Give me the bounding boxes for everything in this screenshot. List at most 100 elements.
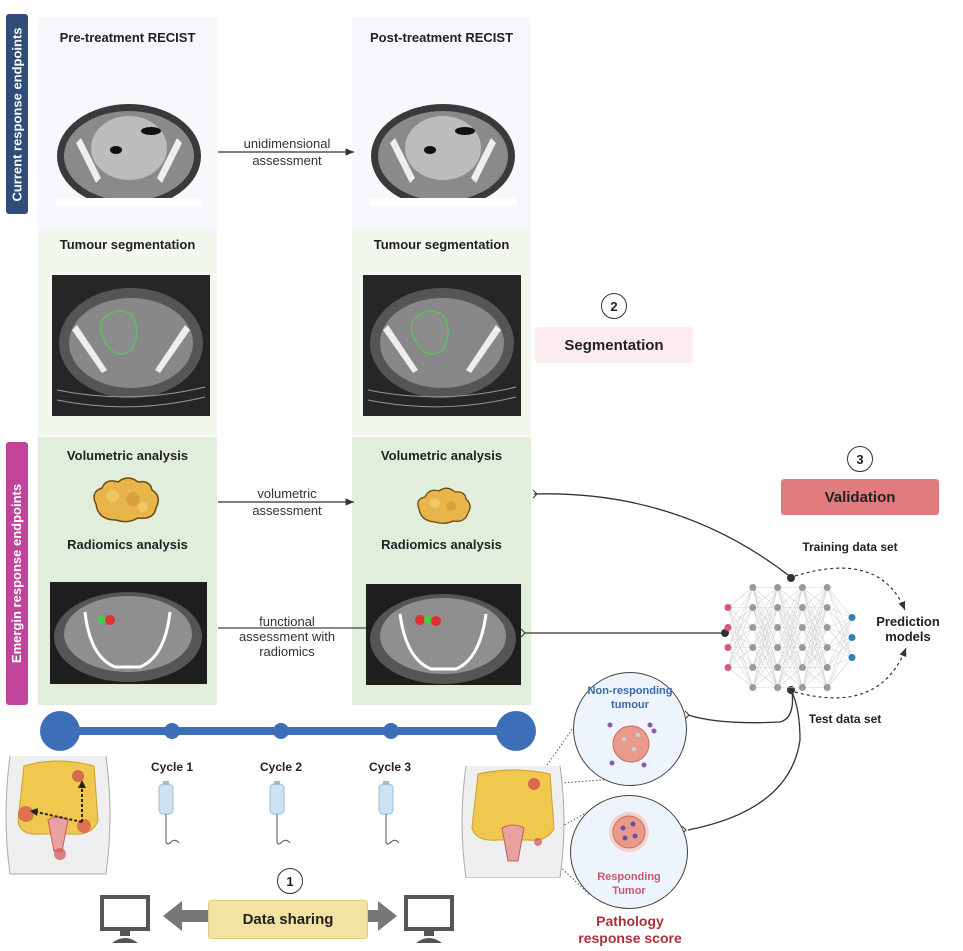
timeline-node-3 (383, 723, 399, 739)
nn-hidden-node (774, 644, 782, 651)
training-data-label: Training data set (802, 540, 898, 554)
pre-radiomics-ct-image (50, 582, 207, 684)
nn-edge (802, 607, 828, 688)
treatment-timeline (40, 711, 536, 751)
nn-hidden-node (774, 604, 782, 611)
nn-edge (777, 667, 803, 688)
nn-hidden-node (823, 664, 831, 671)
prediction-models-label: Prediction models (868, 614, 948, 644)
nn-edge (826, 587, 853, 618)
pathology-line1: Pathology (596, 913, 664, 929)
non-responding-line2: tumour (611, 699, 649, 711)
validation-label: Validation (824, 488, 896, 506)
nn-edge (777, 587, 803, 648)
functional-line2: assessment with (238, 629, 336, 644)
nn-edge (752, 667, 778, 688)
iv-bag-icon-2 (269, 781, 291, 845)
pre-recist-title: Pre-treatment RECIST (59, 30, 196, 45)
nn-hidden-node (749, 664, 757, 671)
nn-hidden-node (798, 624, 806, 631)
test-to-prediction-dashed (794, 647, 907, 699)
nn-edge (727, 627, 754, 668)
unidimensional-line2: assessment (252, 153, 322, 168)
nn-edge (802, 587, 828, 648)
responding-tumour-circle: Responding Tumor (570, 795, 688, 909)
pre-recist-ct-image (56, 104, 202, 206)
nn-edge (777, 607, 803, 688)
nn-edge (826, 657, 853, 688)
test-data-label: Test data set (808, 712, 882, 726)
iv-bag-icon-1 (158, 781, 180, 845)
nn-edge (826, 617, 853, 668)
post-segmentation-ct-image (363, 275, 521, 416)
nn-input-node (724, 604, 732, 611)
nn-edge (777, 587, 803, 688)
nn-edge (826, 637, 853, 688)
pre-segmentation-ct-image (52, 275, 210, 416)
nn-hidden-node (798, 584, 806, 591)
pathology-response-score-label: Pathology response score (560, 913, 700, 947)
cycle-3-label: Cycle 3 (368, 760, 412, 774)
nn-edge (827, 607, 853, 618)
non-responding-tumour-cells-icon (607, 722, 657, 768)
nn-output-node (848, 634, 856, 641)
left-computer-icon (100, 895, 150, 943)
nn-hidden-node (774, 684, 782, 691)
timeline-node-2 (273, 723, 289, 739)
responding-line2: Tumor (612, 885, 646, 897)
post-recist-title: Post-treatment RECIST (369, 30, 514, 45)
nn-hidden-node (749, 684, 757, 691)
emerging-endpoints-label: Emergin response endpoints (6, 442, 28, 705)
volumetric-line2: assessment (252, 503, 322, 518)
post-volumetric-title: Volumetric analysis (380, 448, 503, 463)
responding-line1: Responding (597, 871, 661, 883)
nn-input-node (724, 624, 732, 631)
nn-edge (727, 667, 753, 688)
nn-edge (777, 647, 803, 688)
nn-hidden-node (823, 584, 831, 591)
step-2-circle: 2 (601, 293, 627, 319)
post-tumour-volume-icon (417, 487, 471, 524)
nn-edge (752, 587, 778, 628)
nn-edge (777, 587, 803, 668)
nn-edge (752, 647, 778, 688)
nn-edge (802, 627, 828, 688)
volumetric-label: volumetric assessment (220, 486, 354, 518)
nn-hidden-node (749, 644, 757, 651)
data-sharing-label: Data sharing (242, 911, 334, 928)
post-recist-ct-image (370, 104, 516, 206)
post-anatomy-illustration (461, 766, 565, 878)
nn-edge (752, 627, 778, 688)
nn-hidden-node (823, 624, 831, 631)
volumetric-line1: volumetric (257, 486, 317, 501)
nn-edge (727, 607, 754, 668)
step-3-circle: 3 (847, 446, 873, 472)
responding-tumour-cells-icon (609, 812, 649, 852)
nn-hidden-node (774, 584, 782, 591)
timeline-start-node (40, 711, 80, 751)
unidimensional-label: unidimensional assessment (220, 136, 354, 168)
nn-output-node (848, 614, 856, 621)
nn-output-node (848, 654, 856, 661)
nn-edge (777, 587, 803, 608)
nn-hidden-node (749, 624, 757, 631)
pre-radiomics-title: Radiomics analysis (67, 537, 188, 552)
nn-edge (727, 587, 754, 668)
nn-edge (802, 587, 828, 628)
right-arrow-icon (378, 901, 397, 931)
pre-volumetric-title: Volumetric analysis (66, 448, 189, 463)
left-arrow-icon (163, 901, 182, 931)
nn-hidden-node (749, 584, 757, 591)
functional-label: functional assessment with radiomics (220, 614, 354, 659)
nn-input-node (724, 664, 732, 671)
functional-line3: radiomics (259, 644, 315, 659)
nn-hidden-node (823, 644, 831, 651)
pre-tumour-volume-icon (93, 477, 159, 523)
nn-hidden-node (798, 664, 806, 671)
nn-edge (802, 587, 828, 608)
post-segmentation-title: Tumour segmentation (373, 237, 510, 252)
nn-edge (727, 587, 754, 628)
nn-edge (727, 587, 753, 608)
nn-input-node (724, 644, 732, 651)
nn-edge (827, 617, 853, 628)
